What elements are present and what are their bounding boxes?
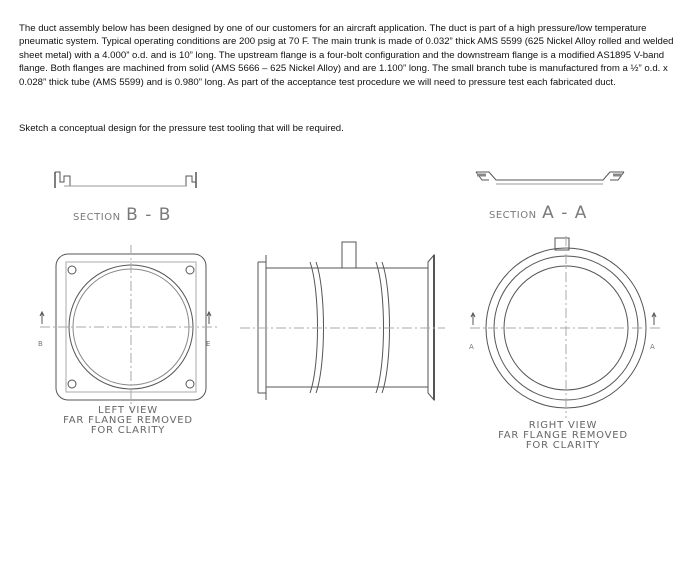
section-b-letters: B - B xyxy=(126,205,172,225)
section-b-word: SECTION xyxy=(73,212,121,223)
right-view-line3: FOR CLARITY xyxy=(525,440,601,451)
left-view-flange xyxy=(39,245,220,410)
section-b-profile xyxy=(54,171,197,188)
right-view-caption: RIGHT VIEW FAR FLANGE REMOVED FOR CLARIT… xyxy=(478,421,648,451)
section-a-letters: A - A xyxy=(542,203,588,223)
marker-e: E xyxy=(206,340,211,348)
section-a-profile xyxy=(475,171,625,185)
right-view-flange xyxy=(470,236,662,418)
left-view-caption: LEFT VIEW FAR FLANGE REMOVED FOR CLARITY xyxy=(48,406,208,436)
left-view-line2: FAR FLANGE REMOVED xyxy=(63,415,193,426)
section-a-word: SECTION xyxy=(489,210,537,221)
task-instruction: Sketch a conceptual design for the press… xyxy=(19,123,344,134)
duct-side-view xyxy=(240,241,445,402)
problem-description: The duct assembly below has been designe… xyxy=(19,23,674,88)
left-view-line1: LEFT VIEW xyxy=(98,405,158,416)
marker-a-left: A xyxy=(469,343,474,351)
left-view-line3: FOR CLARITY xyxy=(90,425,166,436)
section-b-label: SECTION B - B xyxy=(73,205,171,225)
right-view-line1: RIGHT VIEW xyxy=(528,420,598,431)
marker-a-right: A xyxy=(650,343,655,351)
right-view-line2: FAR FLANGE REMOVED xyxy=(498,430,628,441)
marker-b: B xyxy=(38,340,43,348)
section-a-label: SECTION A - A xyxy=(489,203,587,223)
